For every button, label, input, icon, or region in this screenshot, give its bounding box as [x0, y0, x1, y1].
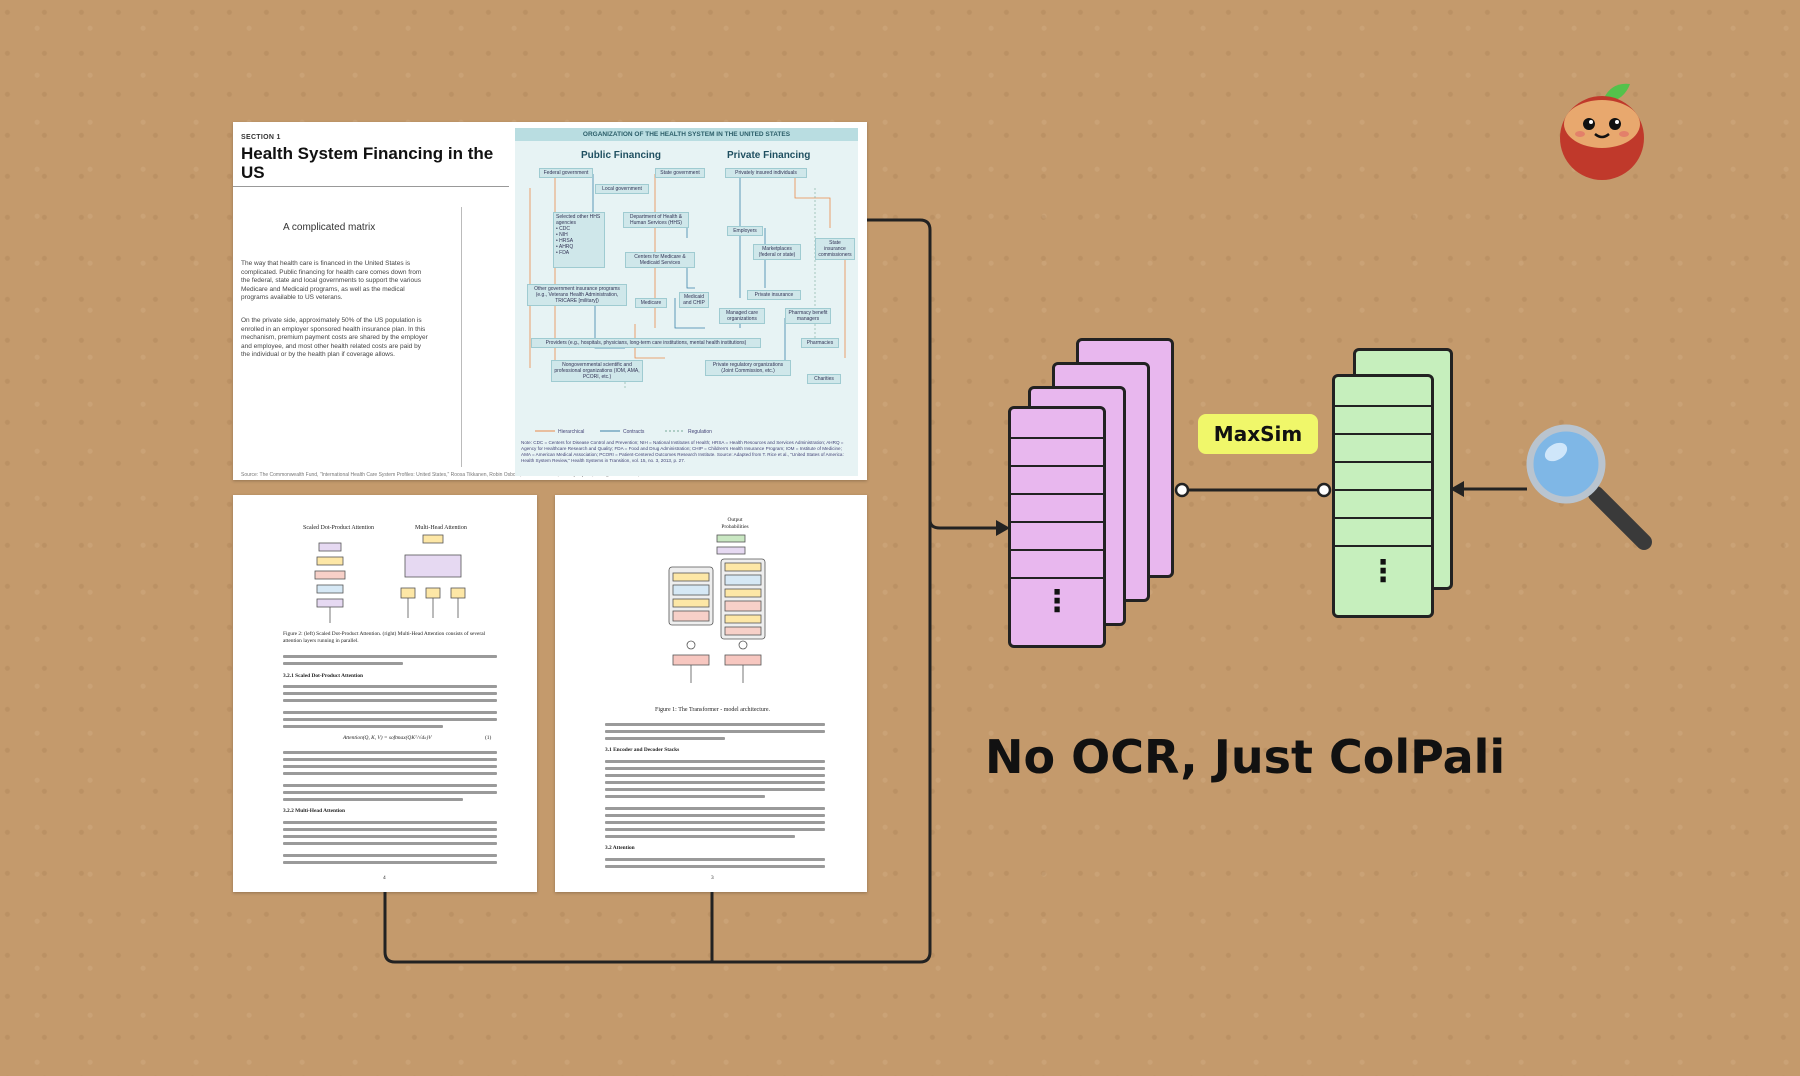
- box-cms: Centers for Medicare & Medicaid Services: [625, 252, 695, 268]
- box-medicaid: Medicaid and CHIP: [679, 292, 709, 308]
- figure1-caption: Figure 1: The Transformer - model archit…: [655, 707, 771, 713]
- box-nongov: Nongovernmental scientific and professio…: [551, 360, 643, 382]
- heading-attention: 3.2 Attention: [605, 845, 635, 851]
- box-marketplaces: Marketplaces (federal or state): [753, 244, 801, 260]
- page1-title: Health System Financing in the US: [241, 144, 494, 182]
- box-medicare: Medicare: [635, 298, 667, 308]
- box-federal: Federal government: [539, 168, 593, 178]
- ellipsis-icon: ⋮: [1042, 584, 1072, 619]
- org-chart: ORGANIZATION OF THE HEALTH SYSTEM IN THE…: [515, 128, 858, 476]
- formula-number: (1): [485, 735, 492, 741]
- label-mha: Multi-Head Attention: [415, 525, 467, 531]
- document-page-transformer: Output Probabilities Figure 1: The Trans…: [555, 495, 867, 892]
- legend-contracts: Contracts: [623, 429, 645, 435]
- transformer-figure: [668, 534, 766, 683]
- paragraph-private: On the private side, approximately 50% o…: [241, 317, 428, 358]
- maxsim-label: MaxSim: [1198, 414, 1318, 454]
- tagline: No OCR, Just ColPali: [985, 730, 1506, 784]
- box-other-gov: Other government insurance programs (e.g…: [527, 284, 627, 306]
- box-dhhs: Department of Health & Human Services (H…: [623, 212, 689, 228]
- document-page-health-financing: SECTION 1 Health System Financing in the…: [233, 122, 867, 480]
- heading-stacks: 3.1 Encoder and Decoder Stacks: [605, 747, 680, 753]
- box-hhs-agencies: Selected other HHS agencies • CDC • NIH …: [553, 212, 605, 268]
- box-pharmacies: Pharmacies: [801, 338, 839, 348]
- org-chart-note: Note: CDC = Centers for Disease Control …: [521, 440, 844, 463]
- divider: [233, 186, 509, 187]
- heading-mha: 3.2.2 Multi-Head Attention: [283, 808, 345, 814]
- mascot-icon: [1560, 83, 1644, 180]
- box-providers: Providers (e.g., hospitals, physicians, …: [531, 338, 761, 348]
- embedding-card: ⋮: [1008, 406, 1106, 648]
- box-state: State government: [655, 168, 705, 178]
- heading-sdpa: 3.2.1 Scaled Dot-Product Attention: [283, 673, 364, 679]
- paragraph-public: The way that health care is financed in …: [241, 260, 422, 301]
- page1-text-column: SECTION 1 Health System Financing in the…: [233, 122, 513, 480]
- box-private-insurance: Private insurance: [747, 290, 801, 300]
- section-label: SECTION 1: [241, 134, 281, 141]
- divider: [461, 207, 462, 467]
- org-chart-header: ORGANIZATION OF THE HEALTH SYSTEM IN THE…: [515, 128, 858, 141]
- page-number: 4: [383, 875, 386, 881]
- query-card: ⋮: [1332, 374, 1434, 618]
- box-employers: Employers: [727, 226, 763, 236]
- legend-hierarchical: Hierarchical: [558, 429, 584, 435]
- attention-formula: Attention(Q, K, V) = softmax(QKᵀ/√dₖ)V: [343, 735, 432, 741]
- public-financing-label: Public Financing: [581, 150, 662, 161]
- ellipsis-icon: ⋮: [1368, 554, 1398, 589]
- legend-regulation: Regulation: [688, 429, 712, 435]
- box-state-insurance: State insurance commissioners: [815, 238, 855, 260]
- box-pbm: Pharmacy benefit managers: [785, 308, 831, 324]
- page-number: 3: [711, 875, 714, 881]
- label-sdpa: Scaled Dot-Product Attention: [303, 525, 374, 531]
- document-page-attention: Scaled Dot-Product Attention Multi-Head …: [233, 495, 537, 892]
- box-managed-care: Managed care organizations: [719, 308, 765, 324]
- box-local: Local government: [595, 184, 649, 194]
- output-probabilities-label: Output Probabilities: [721, 517, 749, 530]
- box-charities: Charities: [807, 374, 841, 384]
- figure2-caption: Figure 2: (left) Scaled Dot-Product Atte…: [283, 631, 486, 644]
- box-privately-insured: Privately insured individuals: [725, 168, 807, 178]
- page1-subtitle: A complicated matrix: [283, 222, 376, 233]
- private-financing-label: Private Financing: [727, 150, 811, 161]
- box-regulatory: Private regulatory organizations (Joint …: [705, 360, 791, 376]
- magnifier-icon: [1526, 424, 1652, 550]
- attention-figure: [314, 534, 466, 623]
